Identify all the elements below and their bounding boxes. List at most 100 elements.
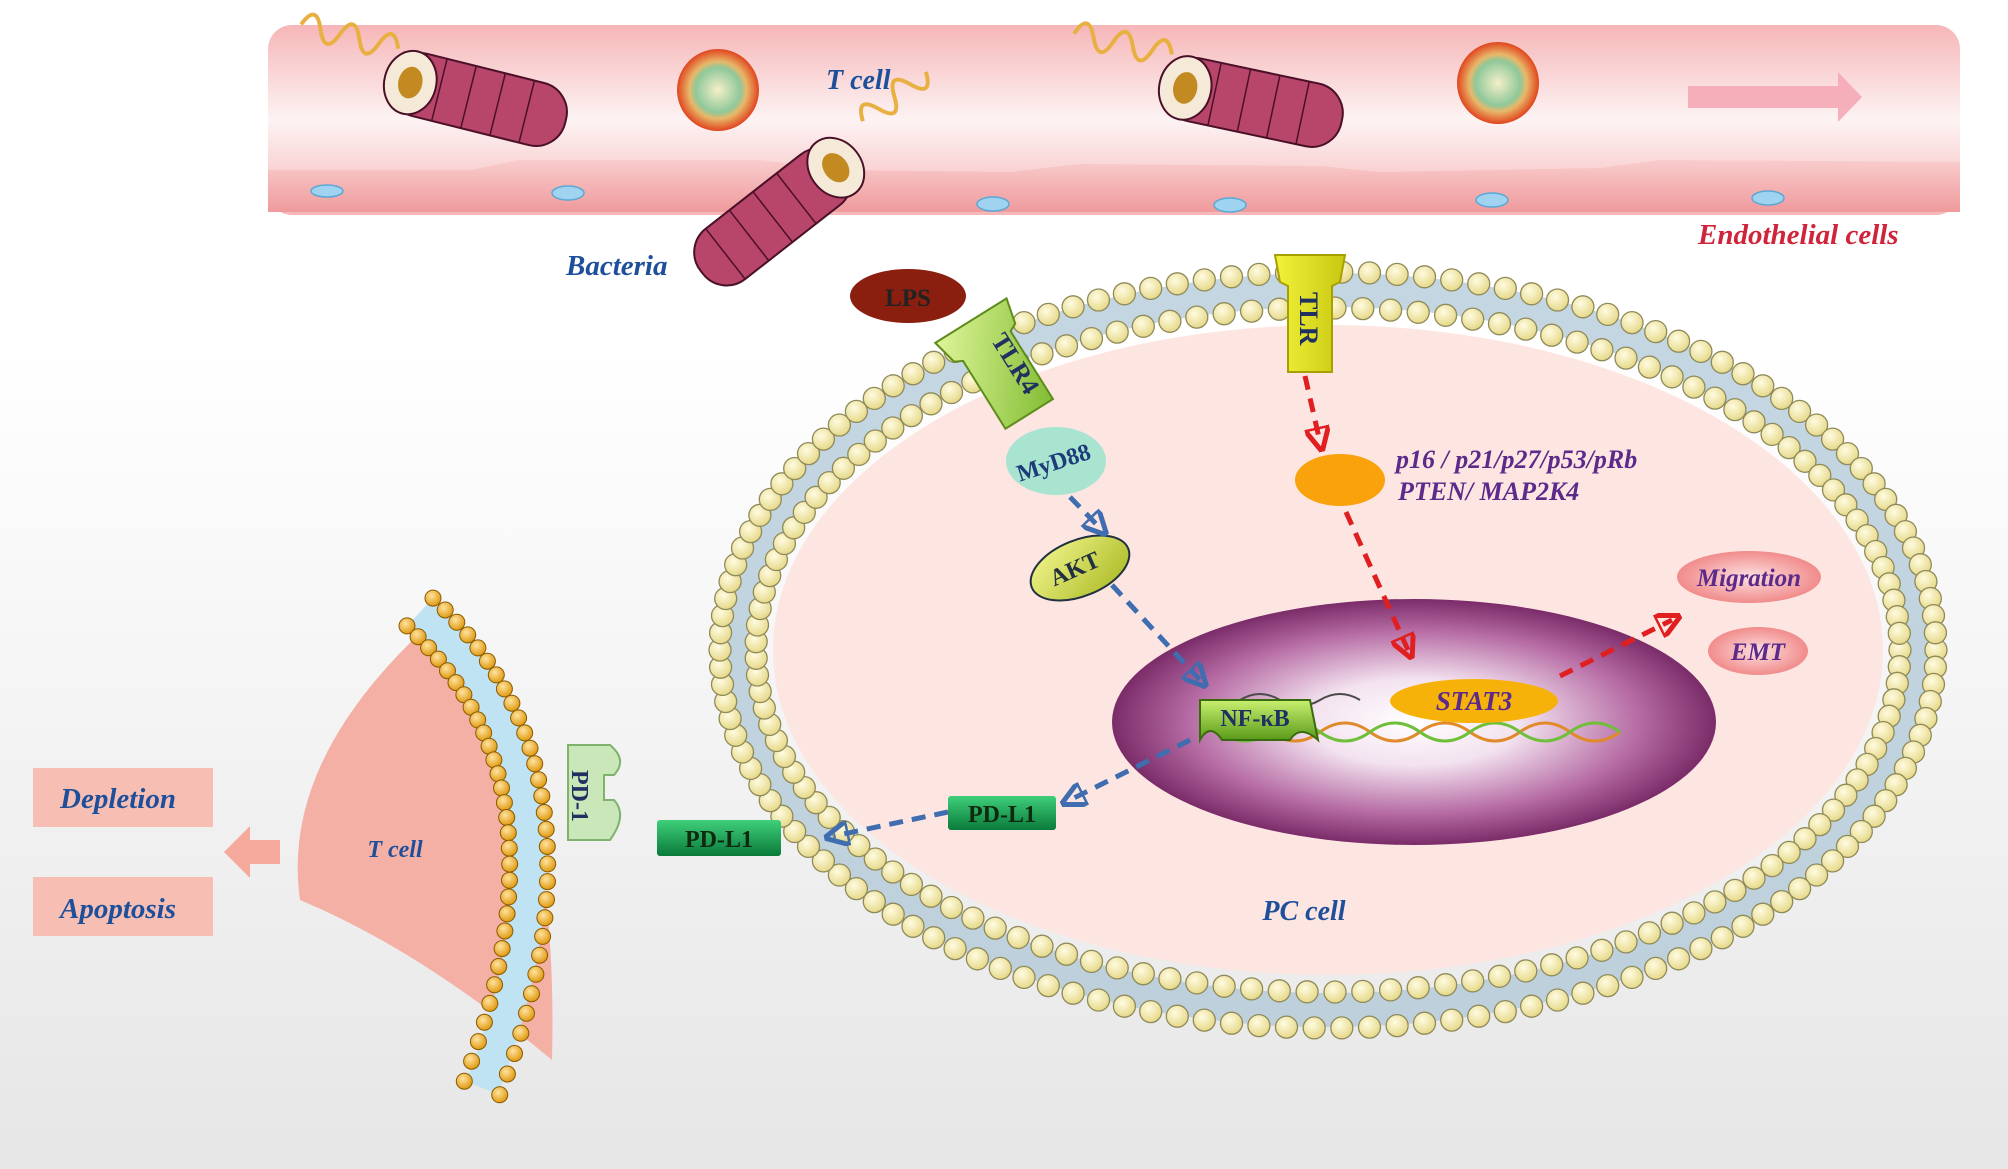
membrane-bead <box>1821 798 1846 822</box>
membrane-bead <box>844 876 869 901</box>
membrane-bead <box>1054 942 1079 966</box>
membrane-bead <box>922 350 946 374</box>
membrane-bead <box>817 470 841 495</box>
nfkb-label: NF-κB <box>1220 706 1289 732</box>
membrane-bead <box>1054 334 1079 358</box>
membrane-bead <box>1644 319 1668 344</box>
membrane-bead <box>1274 1015 1299 1039</box>
membrane-bead <box>537 820 555 838</box>
membrane-bead <box>1378 298 1403 322</box>
membrane-bead <box>1887 621 1911 645</box>
membrane-bead <box>862 889 886 914</box>
membrane-bead <box>1433 303 1458 327</box>
membrane-bead <box>530 771 548 789</box>
membrane-bead <box>1267 979 1291 1003</box>
membrane-bead <box>489 765 507 783</box>
membrane-bead <box>499 824 517 842</box>
red-pathway-arrows <box>1302 375 1672 679</box>
membrane-bead <box>1158 967 1182 991</box>
membrane-bead <box>988 956 1012 981</box>
membrane-bead <box>804 485 828 509</box>
left-arrow-icon <box>224 826 280 878</box>
membrane-bead <box>1637 921 1662 945</box>
bacteria-icon <box>299 12 568 147</box>
membrane-bead <box>1689 339 1713 364</box>
membrane-bead <box>1514 959 1538 983</box>
t-cell-vessel-label: T cell <box>826 65 891 96</box>
membrane-bead <box>1385 262 1409 287</box>
membrane-bead <box>533 787 551 805</box>
membrane-bead <box>1703 386 1727 410</box>
membrane-bead <box>1565 946 1589 970</box>
membrane-bead <box>1596 302 1620 327</box>
membrane-bead <box>1770 889 1794 914</box>
membrane-bead <box>1061 295 1085 319</box>
membrane-bead <box>1620 310 1644 335</box>
t-cell-left-label: T cell <box>367 837 423 863</box>
genes-line1-label: p16 / p21/p27/p53/pRb <box>1394 445 1637 474</box>
membrane-bead <box>1378 978 1403 1002</box>
membrane-bead <box>770 472 794 496</box>
membrane-bead <box>501 855 519 873</box>
membrane-bead <box>491 1086 509 1104</box>
membrane-bead <box>1689 936 1713 961</box>
membrane-bead <box>1660 365 1684 389</box>
membrane-bead <box>539 855 557 873</box>
membrane-bead <box>881 416 905 440</box>
membrane-bead <box>447 674 465 692</box>
membrane-bead <box>1030 934 1054 958</box>
membrane-bead <box>409 628 427 646</box>
membrane-bead <box>1682 901 1706 925</box>
membrane-bead <box>1793 827 1817 851</box>
membrane-bead <box>1760 422 1784 447</box>
membrane-bead <box>478 652 496 670</box>
bacteria-icon <box>1072 21 1344 148</box>
membrane-bead <box>1793 449 1817 473</box>
membrane-bead <box>1295 980 1319 1004</box>
membrane-bead <box>881 902 905 926</box>
membrane-bead <box>831 456 856 480</box>
stat3-label: STAT3 <box>1436 686 1513 716</box>
membrane-bead <box>523 985 540 1003</box>
membrane-bead <box>1105 956 1129 980</box>
membrane-bead <box>1493 276 1517 301</box>
membrane-bead <box>498 905 516 923</box>
membrane-bead <box>1239 299 1264 323</box>
membrane-bead <box>922 926 946 950</box>
membrane-bead <box>1412 1011 1437 1035</box>
migration-label: Migration <box>1696 565 1801 592</box>
membrane-bead <box>1590 938 1614 962</box>
nucleus <box>1112 599 1716 845</box>
membrane-bead <box>1139 999 1163 1024</box>
membrane-bead <box>983 916 1007 940</box>
membrane-bead <box>919 884 943 908</box>
membrane-bead <box>1461 969 1485 993</box>
membrane-bead <box>1834 783 1858 807</box>
tlr-label: TLR <box>1294 292 1323 346</box>
membrane-bead <box>424 589 442 607</box>
pdl1-inner-box <box>948 796 1056 830</box>
membrane-bead <box>796 441 821 466</box>
membrane-bead <box>500 839 518 857</box>
pd1-label: PD-1 <box>566 770 592 822</box>
membrane-bead <box>506 1045 523 1062</box>
tlr-receptor <box>1273 254 1347 373</box>
membrane-bead <box>518 1004 535 1022</box>
membrane-bead <box>1770 386 1794 411</box>
membrane-bead <box>538 891 555 909</box>
membrane-bead <box>1723 878 1747 903</box>
membrane-bead <box>844 399 869 424</box>
membrane-bead <box>1821 478 1846 502</box>
membrane-bead <box>495 680 513 698</box>
apoptosis-box <box>33 877 213 936</box>
membrane-bead <box>1079 949 1104 974</box>
membrane-bead <box>1808 463 1832 488</box>
endothelial-label: Endothelial cells <box>1697 219 1899 251</box>
membrane-bead <box>459 626 477 644</box>
membrane-bead <box>783 456 807 481</box>
membrane-bead <box>1219 265 1244 289</box>
membrane-bead <box>1212 974 1236 998</box>
membrane-bead <box>500 888 518 906</box>
stat3-protein <box>1390 679 1558 723</box>
